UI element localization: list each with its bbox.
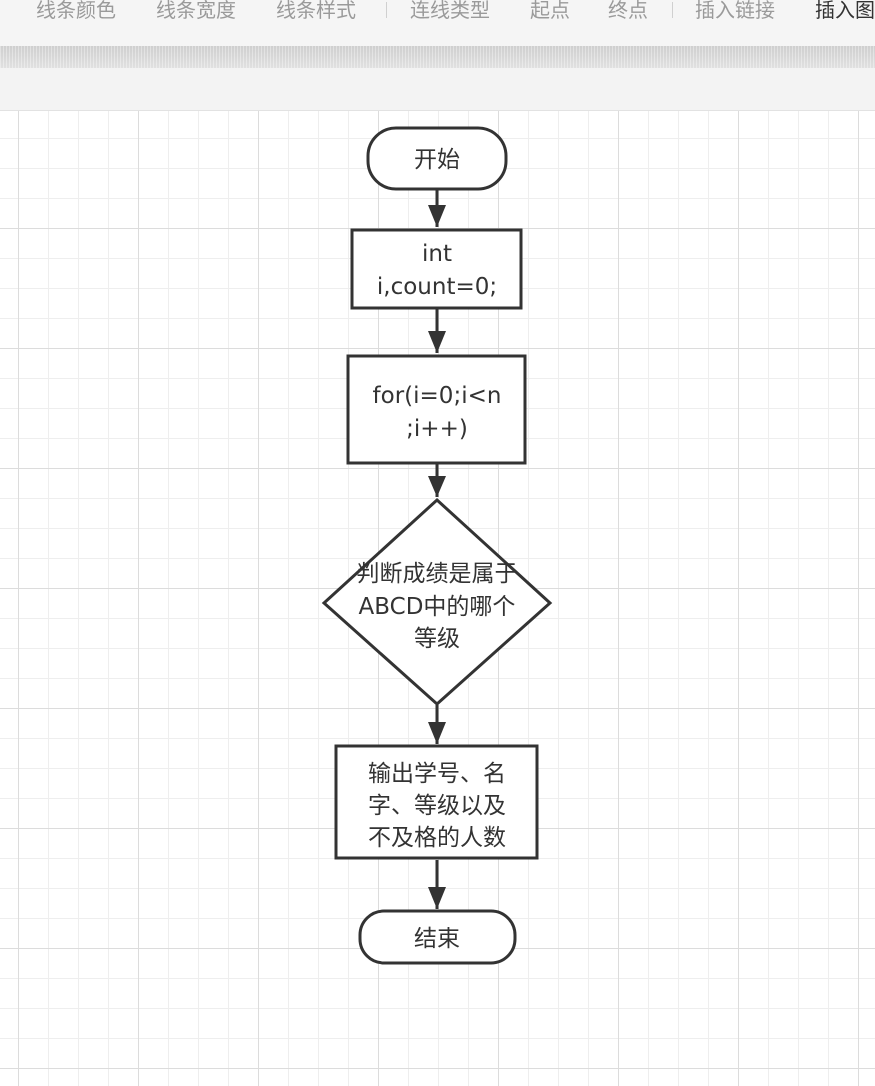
output-label-line1: 输出学号、名	[368, 761, 506, 787]
toolbar-shadow-strip	[0, 46, 875, 68]
start-label: 开始	[414, 147, 460, 173]
grade-decision[interactable]: 判断成绩是属于 ABCD中的哪个 等级	[321, 497, 553, 707]
decision-label-line3: 等级	[414, 626, 460, 652]
end-terminator[interactable]: 结束	[358, 909, 517, 965]
arrowhead	[428, 476, 446, 497]
declare-label-line2: i,count=0;	[377, 274, 497, 300]
connector-type-button[interactable]: 连线类型	[410, 0, 490, 22]
end-arrow-button[interactable]: 终点	[608, 0, 648, 22]
line-style-button[interactable]: 线条样式	[276, 0, 356, 22]
end-label: 结束	[414, 926, 460, 952]
decision-label-line2: ABCD中的哪个	[359, 594, 516, 620]
arrowhead	[428, 887, 446, 909]
decision-label-line1: 判断成绩是属于	[357, 561, 518, 587]
toolbar-divider	[386, 2, 387, 18]
insert-image-button[interactable]: 插入图	[815, 0, 875, 22]
declare-process[interactable]: int i,count=0;	[350, 228, 523, 310]
loop-label-line1: for(i=0;i<n	[373, 383, 502, 409]
loop-label-line2: ;i++)	[406, 416, 468, 442]
toolbar-divider	[672, 2, 673, 18]
loop-process[interactable]: for(i=0;i<n ;i++)	[346, 354, 527, 465]
start-terminator[interactable]: 开始	[366, 126, 508, 191]
output-label-line3: 不及格的人数	[368, 825, 506, 851]
arrowhead	[428, 722, 446, 744]
declare-label-line1: int	[422, 241, 452, 267]
start-arrow-button[interactable]: 起点	[530, 0, 570, 22]
output-process[interactable]: 输出学号、名 字、等级以及 不及格的人数	[334, 744, 539, 860]
format-toolbar: 线条颜色 线条宽度 线条样式 连线类型 起点 终点 插入链接 插入图	[0, 0, 875, 46]
output-label-line2: 字、等级以及	[368, 793, 506, 819]
canvas-header-bar	[0, 68, 875, 111]
arrowhead	[428, 331, 446, 353]
arrowhead	[428, 205, 446, 227]
insert-link-button[interactable]: 插入链接	[695, 0, 775, 22]
line-color-button[interactable]: 线条颜色	[36, 0, 116, 22]
line-width-button[interactable]: 线条宽度	[156, 0, 236, 22]
